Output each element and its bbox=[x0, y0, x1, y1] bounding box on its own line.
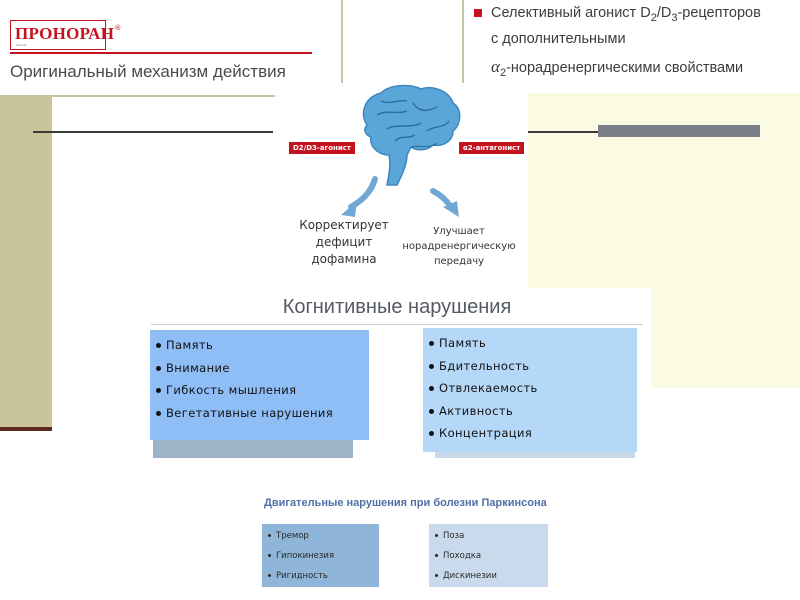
bullet-icon bbox=[435, 574, 438, 577]
bullet-icon bbox=[429, 363, 434, 369]
list-item: Дискинезии bbox=[435, 566, 542, 586]
noradrenergic-effect-text: Улучшает норадренергическую передачу bbox=[402, 226, 516, 267]
list-item: Походка bbox=[435, 546, 542, 566]
pronoran-logo: ПРОНОРАН® Servier bbox=[10, 20, 121, 50]
title-panel: ПРОНОРАН® Servier Оригинальный механизм … bbox=[0, 0, 343, 97]
bullet-icon bbox=[268, 574, 271, 577]
red-bullet-icon bbox=[474, 9, 482, 17]
list-item: Бдительность bbox=[429, 355, 631, 378]
logo-text: ПРОНОРАН bbox=[15, 24, 115, 43]
logo-mark: ® bbox=[114, 24, 122, 32]
logo-subtext: Servier bbox=[16, 43, 27, 47]
alpha2-antagonist-label: α2-антагонист bbox=[459, 142, 525, 154]
bullet-icon bbox=[435, 534, 438, 537]
horizontal-rule-left bbox=[33, 131, 273, 133]
mechanism-diagram: D2/D3-агонист α2-антагонист Корректирует… bbox=[275, 83, 526, 295]
bullet-icon bbox=[429, 408, 434, 414]
summary-panel: Селективный агонист D2/D3-рецепторов с д… bbox=[462, 0, 800, 93]
list-item: Вегетативные нарушения bbox=[156, 402, 336, 420]
bullet-icon bbox=[429, 431, 434, 436]
motor-right-list: Поза Походка Дискинезии bbox=[429, 524, 548, 587]
bullet-icon bbox=[435, 554, 438, 557]
list-item: Активность bbox=[429, 400, 631, 423]
olive-side-strip bbox=[0, 97, 52, 427]
summary-line-1: Селективный агонист D2/D3-рецепторов bbox=[491, 5, 761, 24]
slide-title: Оригинальный механизм действия bbox=[10, 62, 286, 81]
list-item: Ригидность bbox=[268, 566, 373, 586]
list-item: Концентрация bbox=[429, 422, 631, 445]
cognitive-panel: Когнитивные нарушения Память Внимание Ги… bbox=[143, 288, 651, 488]
title-underline bbox=[10, 52, 312, 54]
gray-accent-bar bbox=[598, 125, 760, 137]
arrow-left-icon bbox=[341, 176, 378, 217]
list-item: Внимание bbox=[156, 357, 363, 380]
list-item: Тремор bbox=[268, 526, 373, 546]
motor-title: Двигательные нарушения при болезни Парки… bbox=[264, 497, 547, 509]
summary-line-3: α2-норадренергическими свойствами bbox=[491, 57, 744, 79]
bullet-icon bbox=[429, 386, 434, 391]
cognitive-title: Когнитивные нарушения bbox=[282, 296, 512, 318]
side-strip-accent bbox=[0, 427, 52, 431]
bullet-icon bbox=[429, 341, 434, 346]
bullet-icon bbox=[156, 388, 161, 393]
dopamine-effect-text: Корректирует дефицит дофамина bbox=[299, 218, 389, 266]
cognitive-title-divider bbox=[151, 324, 643, 325]
list-item: Гибкость мышления bbox=[156, 379, 363, 402]
bullet-icon bbox=[268, 554, 271, 557]
summary-line-2: с дополнительными bbox=[491, 31, 626, 47]
cognitive-right-list: Память Бдительность Отвлекаемость Активн… bbox=[423, 328, 637, 452]
bullet-icon bbox=[268, 534, 271, 537]
d2-d3-agonist-label: D2/D3-агонист bbox=[289, 142, 355, 154]
brain-icon bbox=[362, 84, 461, 186]
list-item: Поза bbox=[435, 526, 542, 546]
brain-diagram-graphics bbox=[341, 84, 461, 217]
list-item: Память bbox=[429, 332, 631, 355]
list-item: Память bbox=[156, 334, 363, 357]
list-item: Отвлекаемость bbox=[429, 377, 631, 400]
bullet-icon bbox=[156, 365, 161, 371]
bullet-icon bbox=[156, 410, 161, 416]
bullet-icon bbox=[156, 343, 161, 348]
cognitive-left-list: Память Внимание Гибкость мышления Вегета… bbox=[150, 330, 369, 440]
arrow-right-icon bbox=[430, 188, 459, 217]
motor-left-list: Тремор Гипокинезия Ригидность bbox=[262, 524, 379, 587]
motor-panel: Двигательные нарушения при болезни Парки… bbox=[251, 488, 566, 600]
list-item: Гипокинезия bbox=[268, 546, 373, 566]
